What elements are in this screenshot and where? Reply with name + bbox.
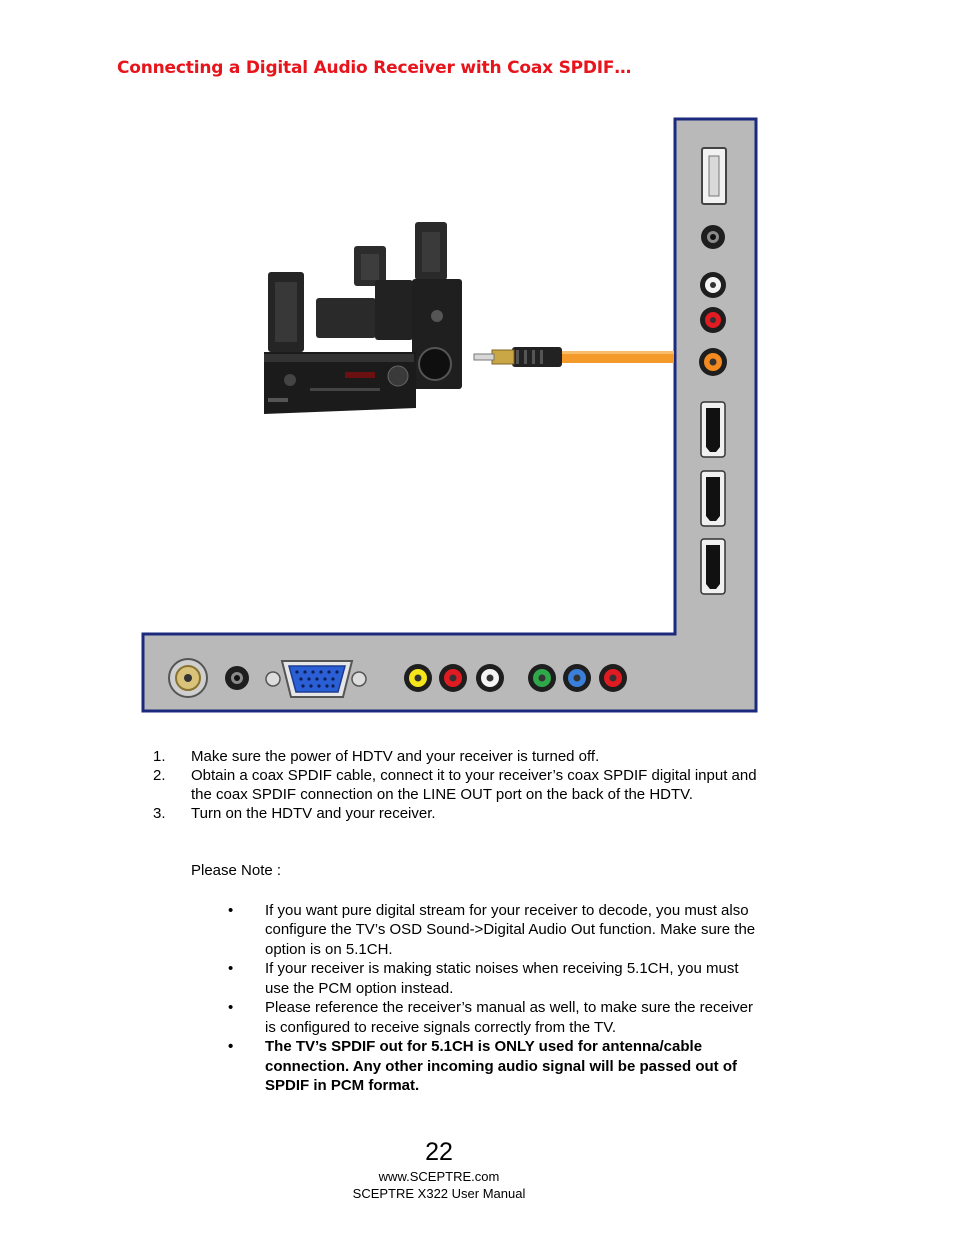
bullet-dot: •	[228, 999, 234, 1017]
antenna-coax-port-icon	[168, 658, 208, 698]
bullet-text: If you want pure digital stream for your…	[265, 902, 756, 958]
page-title: Connecting a Digital Audio Receiver with…	[117, 58, 632, 78]
hdmi-port-3-icon	[700, 538, 726, 595]
coax-spdif-cable	[473, 347, 674, 367]
headphone-jack-icon	[701, 225, 725, 249]
component-red-port-icon	[599, 664, 627, 692]
home-theater-receiver-icon	[264, 222, 462, 414]
page-number: 22	[425, 1138, 453, 1166]
footer-manual-title: SCEPTRE X322 User Manual	[352, 1186, 526, 1201]
bullet-item: • Please reference the receiver’s manual …	[228, 998, 763, 1037]
hdmi-port-1-icon	[700, 401, 726, 458]
av-audio-red-port-icon	[439, 664, 467, 692]
step-text: Make sure the power of HDTV and your rec…	[191, 748, 600, 765]
component-green-port-icon	[528, 664, 556, 692]
bullet-text: The TV’s SPDIF out for 5.1CH is ONLY use…	[265, 1038, 737, 1094]
bullet-dot: •	[228, 1038, 234, 1056]
bullet-item: • If your receiver is making static noise…	[228, 959, 763, 998]
component-blue-port-icon	[563, 664, 591, 692]
vga-port-icon	[265, 660, 367, 698]
step-item: 3. Turn on the HDTV and your receiver.	[153, 804, 763, 823]
hdmi-port-2-icon	[700, 470, 726, 527]
bullet-dot: •	[228, 960, 234, 978]
rca-red-port-icon	[700, 307, 726, 333]
usb-port-icon	[701, 147, 727, 205]
bullet-item-important: • The TV’s SPDIF out for 5.1CH is ONLY us…	[228, 1037, 763, 1095]
tv-back-panel	[141, 117, 758, 713]
connection-diagram	[141, 117, 758, 713]
step-text: Obtain a coax SPDIF cable, connect it to…	[191, 767, 757, 803]
bullet-dot: •	[228, 902, 234, 919]
footer-url: www.SCEPTRE.com	[378, 1169, 500, 1184]
bullet-text: If your receiver is making static noises…	[265, 960, 739, 997]
av-audio-white-port-icon	[476, 664, 504, 692]
bullet-item: • If you want pure digital stream for you…	[228, 901, 763, 959]
step-item: 1. Make sure the power of HDTV and your r…	[153, 747, 763, 766]
step-item: 2. Obtain a coax SPDIF cable, connect it …	[153, 766, 763, 804]
bullet-text: Please reference the receiver’s manual a…	[265, 999, 754, 1036]
av-video-yellow-port-icon	[404, 664, 432, 692]
pc-audio-jack-icon	[225, 666, 249, 690]
step-number: 2.	[153, 767, 166, 784]
step-text: Turn on the HDTV and your receiver.	[191, 805, 436, 822]
step-number: 3.	[153, 805, 166, 822]
step-number: 1.	[153, 748, 166, 765]
note-label: Please Note :	[191, 862, 282, 879]
spdif-coax-port-icon	[699, 348, 727, 376]
rca-white-port-icon	[700, 272, 726, 298]
instruction-steps: 1. Make sure the power of HDTV and your r…	[153, 747, 763, 823]
note-bullets: • If you want pure digital stream for you…	[228, 901, 763, 1096]
